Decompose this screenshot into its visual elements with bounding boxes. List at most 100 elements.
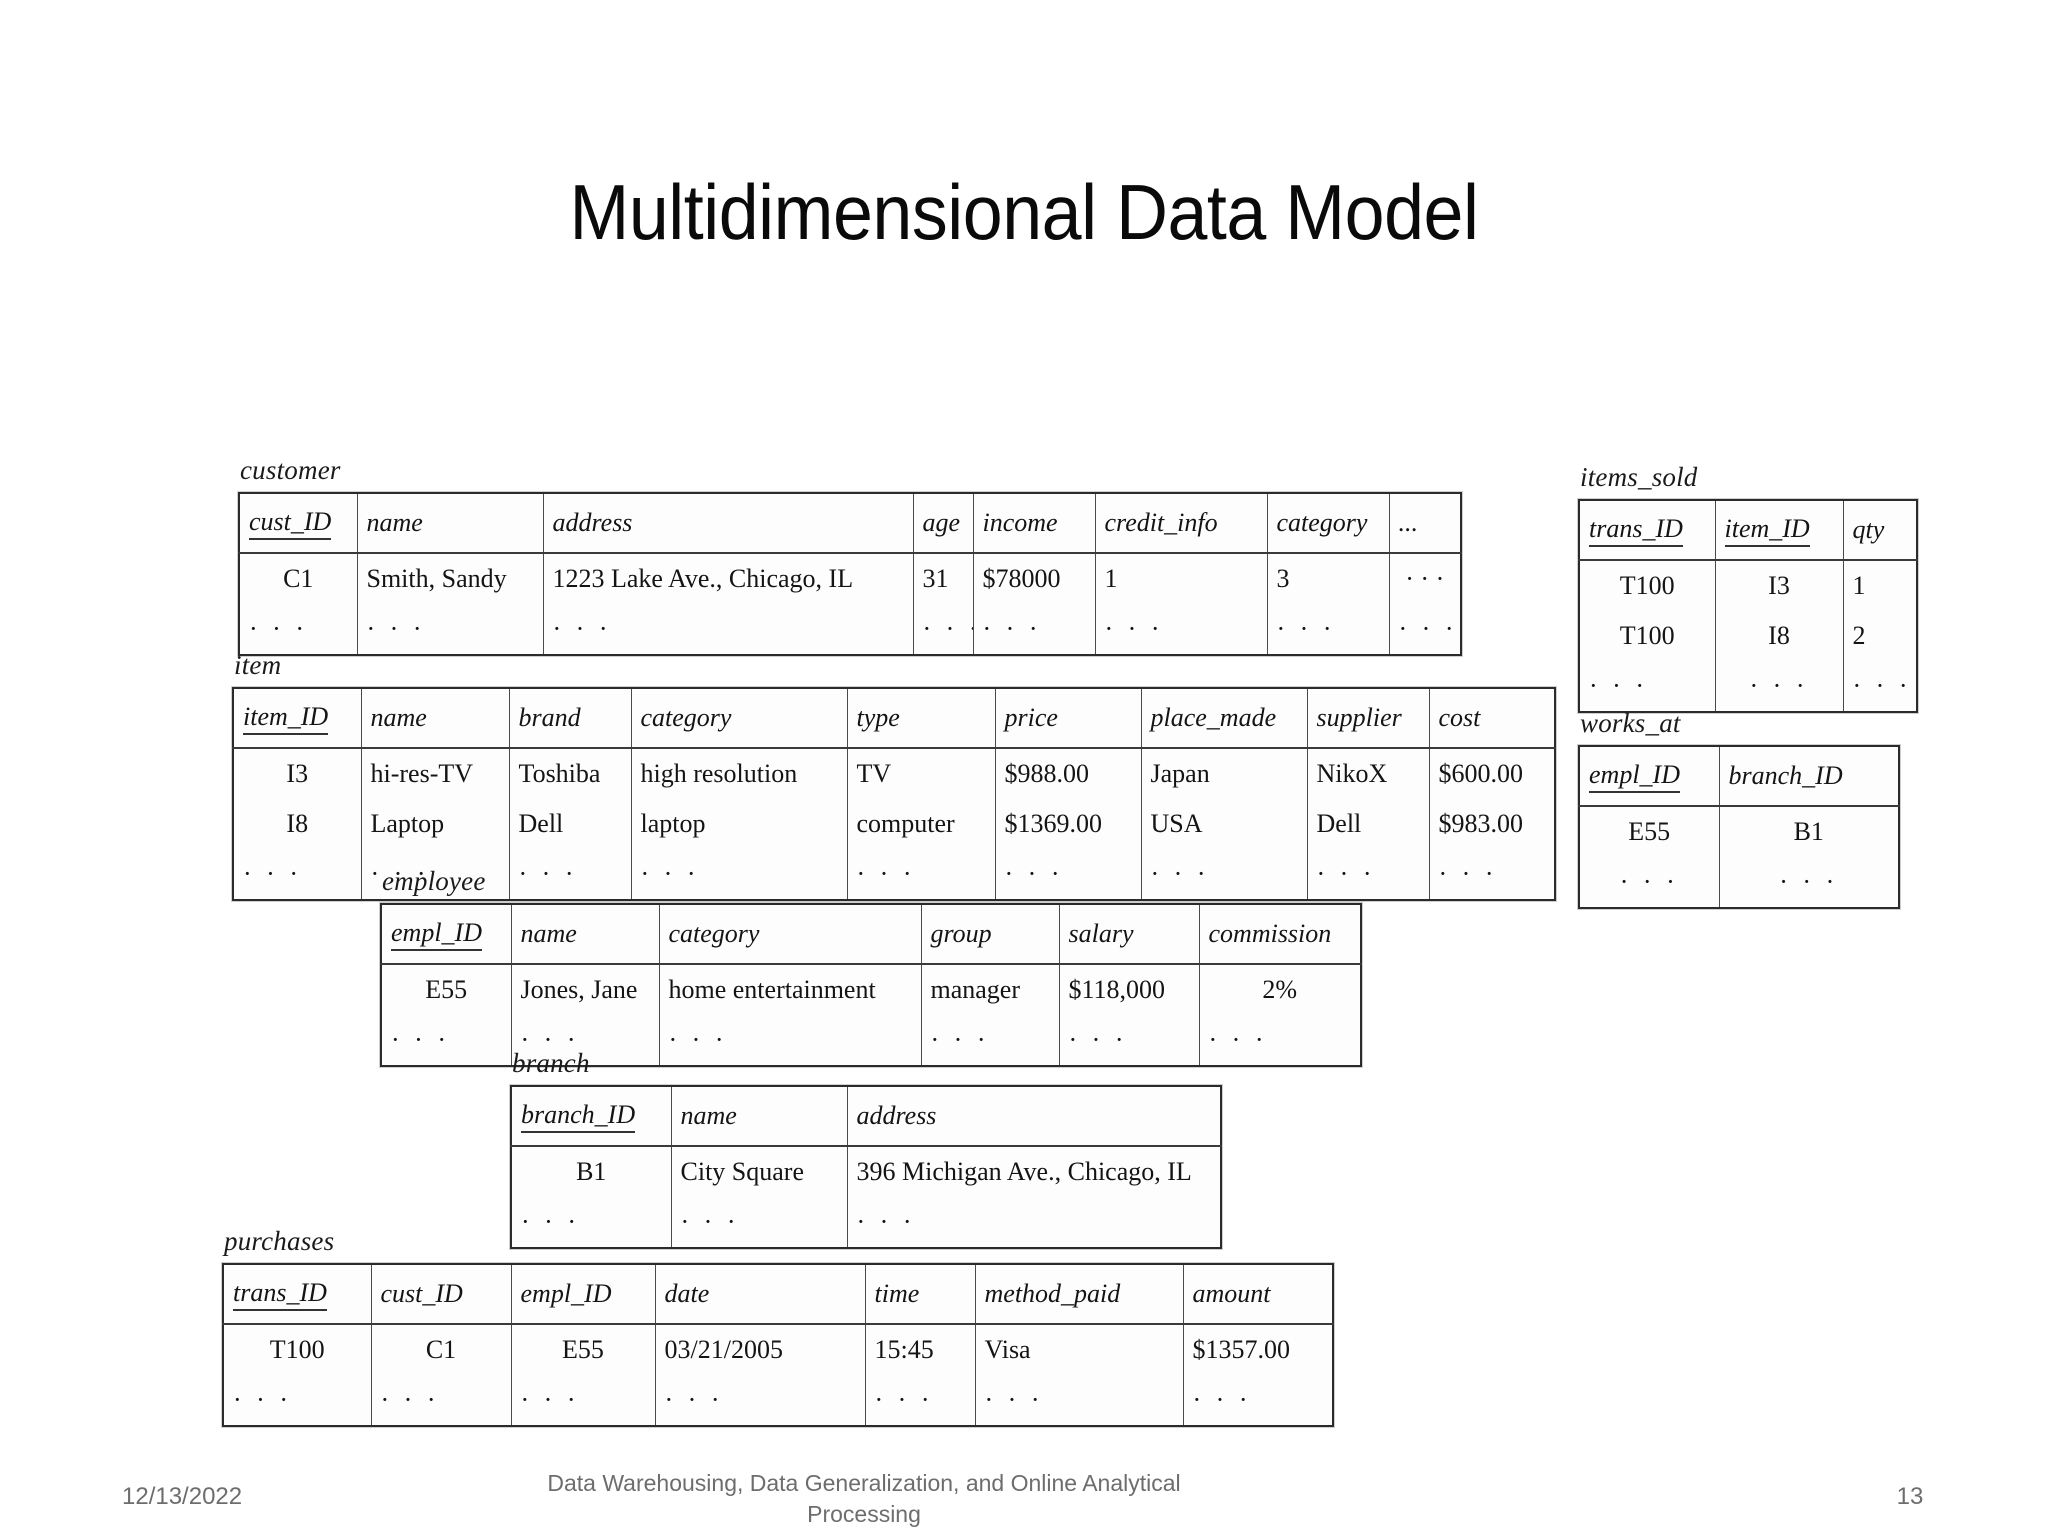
- cell: I3: [1714, 560, 1844, 611]
- cell: $600.00: [1428, 748, 1556, 799]
- cell: 15:45: [864, 1324, 976, 1375]
- cell: E55: [1578, 806, 1720, 857]
- column-header: time: [864, 1264, 976, 1325]
- column-header: category: [658, 904, 922, 965]
- table-row: T100 I8 2: [1578, 611, 1918, 661]
- column-header: trans_ID: [1578, 500, 1716, 561]
- cell-ellipsis: · · ·: [1578, 661, 1716, 712]
- table-ellipsis-row: · · · · · · · · · · · · · · · · · · · · …: [232, 849, 1556, 900]
- relation-customer: customer cust_ID name address age income…: [238, 455, 1462, 656]
- relation-name-customer: customer: [240, 455, 341, 485]
- cell: 1223 Lake Ave., Chicago, IL: [542, 553, 914, 604]
- cell-ellipsis: · · ·: [1182, 1375, 1334, 1426]
- cell: B1: [1718, 806, 1900, 857]
- cell: home entertainment: [658, 964, 922, 1015]
- cell: $78000: [972, 553, 1096, 604]
- footer-title: Data Warehousing, Data Generalization, a…: [547, 1470, 1181, 1528]
- cell-ellipsis: · · ·: [542, 604, 914, 655]
- cell: 1: [1842, 560, 1918, 611]
- cell-ellipsis: · · ·: [974, 1375, 1184, 1426]
- cell-ellipsis: · · ·: [1842, 661, 1918, 712]
- cell: $1369.00: [994, 799, 1142, 849]
- cell-ellipsis: · · ·: [994, 849, 1142, 900]
- table-header-row: cust_ID name address age income credit_i…: [238, 493, 1462, 554]
- cell: Dell: [1306, 799, 1430, 849]
- column-header: name: [510, 904, 660, 965]
- column-header: name: [356, 493, 544, 554]
- relation-branch: branch branch_ID name address B1 City Sq…: [510, 1048, 1222, 1249]
- table-works-at: empl_ID branch_ID E55 B1 · · · · · ·: [1578, 745, 1900, 909]
- table-ellipsis-row: · · · · · ·: [1578, 857, 1900, 908]
- column-header: price: [994, 688, 1142, 749]
- primary-key-label: item_ID: [243, 702, 329, 735]
- footer-page-number: 13: [1896, 1483, 1924, 1510]
- cell-ellipsis: · · ·: [1718, 857, 1900, 908]
- table-ellipsis-row: · · · · · · · · · · · · · · · · · · · · …: [238, 604, 1462, 655]
- column-header: branch_ID: [1718, 746, 1900, 807]
- table-header-row: empl_ID name category group salary commi…: [380, 904, 1362, 965]
- cell: USA: [1140, 799, 1308, 849]
- table-header-row: trans_ID item_ID qty: [1578, 500, 1918, 561]
- column-header: name: [670, 1086, 848, 1147]
- table-item: item_ID name brand category type price p…: [232, 687, 1556, 901]
- cell: NikoX: [1306, 748, 1430, 799]
- cell-ellipsis: · · ·: [232, 849, 362, 900]
- table-ellipsis-row: · · · · · · · · ·: [1578, 661, 1918, 712]
- cell-ellipsis: · · ·: [1198, 1015, 1362, 1066]
- table-ellipsis-row: · · · · · · · · ·: [510, 1197, 1222, 1248]
- cell-ellipsis: · · ·: [972, 604, 1096, 655]
- column-header: qty: [1842, 500, 1918, 561]
- column-header: cust_ID: [370, 1264, 512, 1325]
- page-title: Multidimensional Data Model: [569, 168, 1479, 256]
- cell-ellipsis: · · ·: [912, 604, 974, 655]
- primary-key-label: cust_ID: [249, 507, 332, 540]
- cell-ellipsis: · · ·: [238, 604, 358, 655]
- table-ellipsis-row: · · · · · · · · · · · · · · · · · ·: [380, 1015, 1362, 1066]
- relation-name-employee: employee: [382, 866, 486, 896]
- cell-ellipsis: · · ·: [654, 1375, 866, 1426]
- cell: 31: [912, 553, 974, 604]
- cell-ellipsis: · · ·: [370, 1375, 512, 1426]
- primary-key-label: item_ID: [1724, 514, 1810, 547]
- relation-name-works-at: works_at: [1580, 708, 1681, 738]
- column-header: brand: [508, 688, 632, 749]
- column-header: amount: [1182, 1264, 1334, 1325]
- column-header: item_ID: [1714, 500, 1844, 561]
- cell: Laptop: [360, 799, 510, 849]
- cell: Japan: [1140, 748, 1308, 799]
- relation-items-sold: items_sold trans_ID item_ID qty T100 I3 …: [1578, 462, 1918, 713]
- relation-works-at: works_at empl_ID branch_ID E55 B1 · · · …: [1578, 708, 1900, 909]
- cell: C1: [370, 1324, 512, 1375]
- column-header: trans_ID: [222, 1264, 372, 1325]
- column-header: place_made: [1140, 688, 1308, 749]
- cell: 2: [1842, 611, 1918, 661]
- column-header: type: [846, 688, 996, 749]
- cell-ellipsis: · · ·: [1094, 604, 1268, 655]
- cell: manager: [920, 964, 1060, 1015]
- table-items-sold: trans_ID item_ID qty T100 I3 1 T100 I8 2…: [1578, 499, 1918, 713]
- cell: high resolution: [630, 748, 848, 799]
- table-row: E55 Jones, Jane home entertainment manag…: [380, 964, 1362, 1015]
- primary-key-label: trans_ID: [1589, 514, 1683, 547]
- relation-purchases: purchases trans_ID cust_ID empl_ID date …: [222, 1226, 1334, 1427]
- table-customer: cust_ID name address age income credit_i…: [238, 492, 1462, 656]
- cell-ellipsis: · · ·: [510, 1015, 660, 1066]
- column-header: address: [846, 1086, 1222, 1147]
- cell-ellipsis: · · ·: [670, 1197, 848, 1248]
- column-header: supplier: [1306, 688, 1430, 749]
- cell-ellipsis: · · ·: [510, 1197, 672, 1248]
- cell: E55: [510, 1324, 656, 1375]
- cell: $1357.00: [1182, 1324, 1334, 1375]
- column-header: age: [912, 493, 974, 554]
- table-branch: branch_ID name address B1 City Square 39…: [510, 1085, 1222, 1249]
- cell: I3: [232, 748, 362, 799]
- column-header: empl_ID: [510, 1264, 656, 1325]
- table-row: B1 City Square 396 Michigan Ave., Chicag…: [510, 1146, 1222, 1197]
- column-header: name: [360, 688, 510, 749]
- column-header: address: [542, 493, 914, 554]
- cell-ellipsis: · · ·: [1140, 849, 1308, 900]
- cell-ellipsis: · · ·: [1578, 857, 1720, 908]
- cell-ellipsis: · · ·: [1058, 1015, 1200, 1066]
- primary-key-label: branch_ID: [521, 1100, 636, 1133]
- relation-name-item: item: [234, 650, 282, 680]
